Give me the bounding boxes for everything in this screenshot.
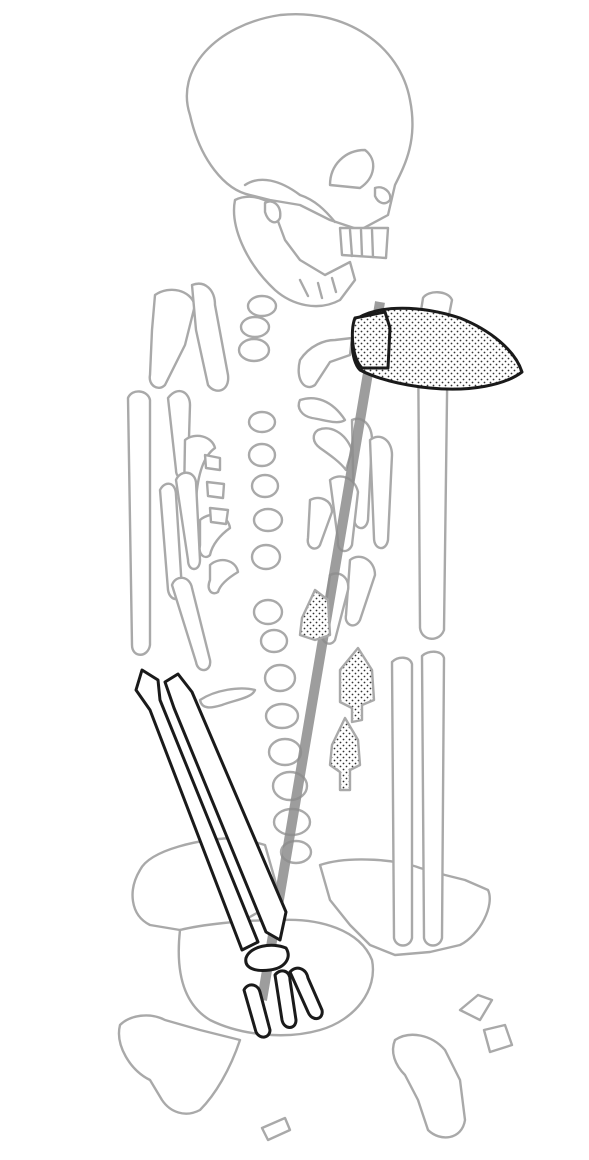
- ribs-left: [160, 391, 238, 670]
- upper-teeth: [340, 228, 388, 258]
- pelvis: [119, 838, 512, 1140]
- lower-spine-fragments: [200, 688, 255, 707]
- skull: [187, 14, 413, 258]
- cervical-vertebrae: [239, 296, 276, 361]
- left-humerus: [128, 391, 150, 654]
- vertebrae: [249, 412, 311, 863]
- axe-head: [352, 308, 522, 389]
